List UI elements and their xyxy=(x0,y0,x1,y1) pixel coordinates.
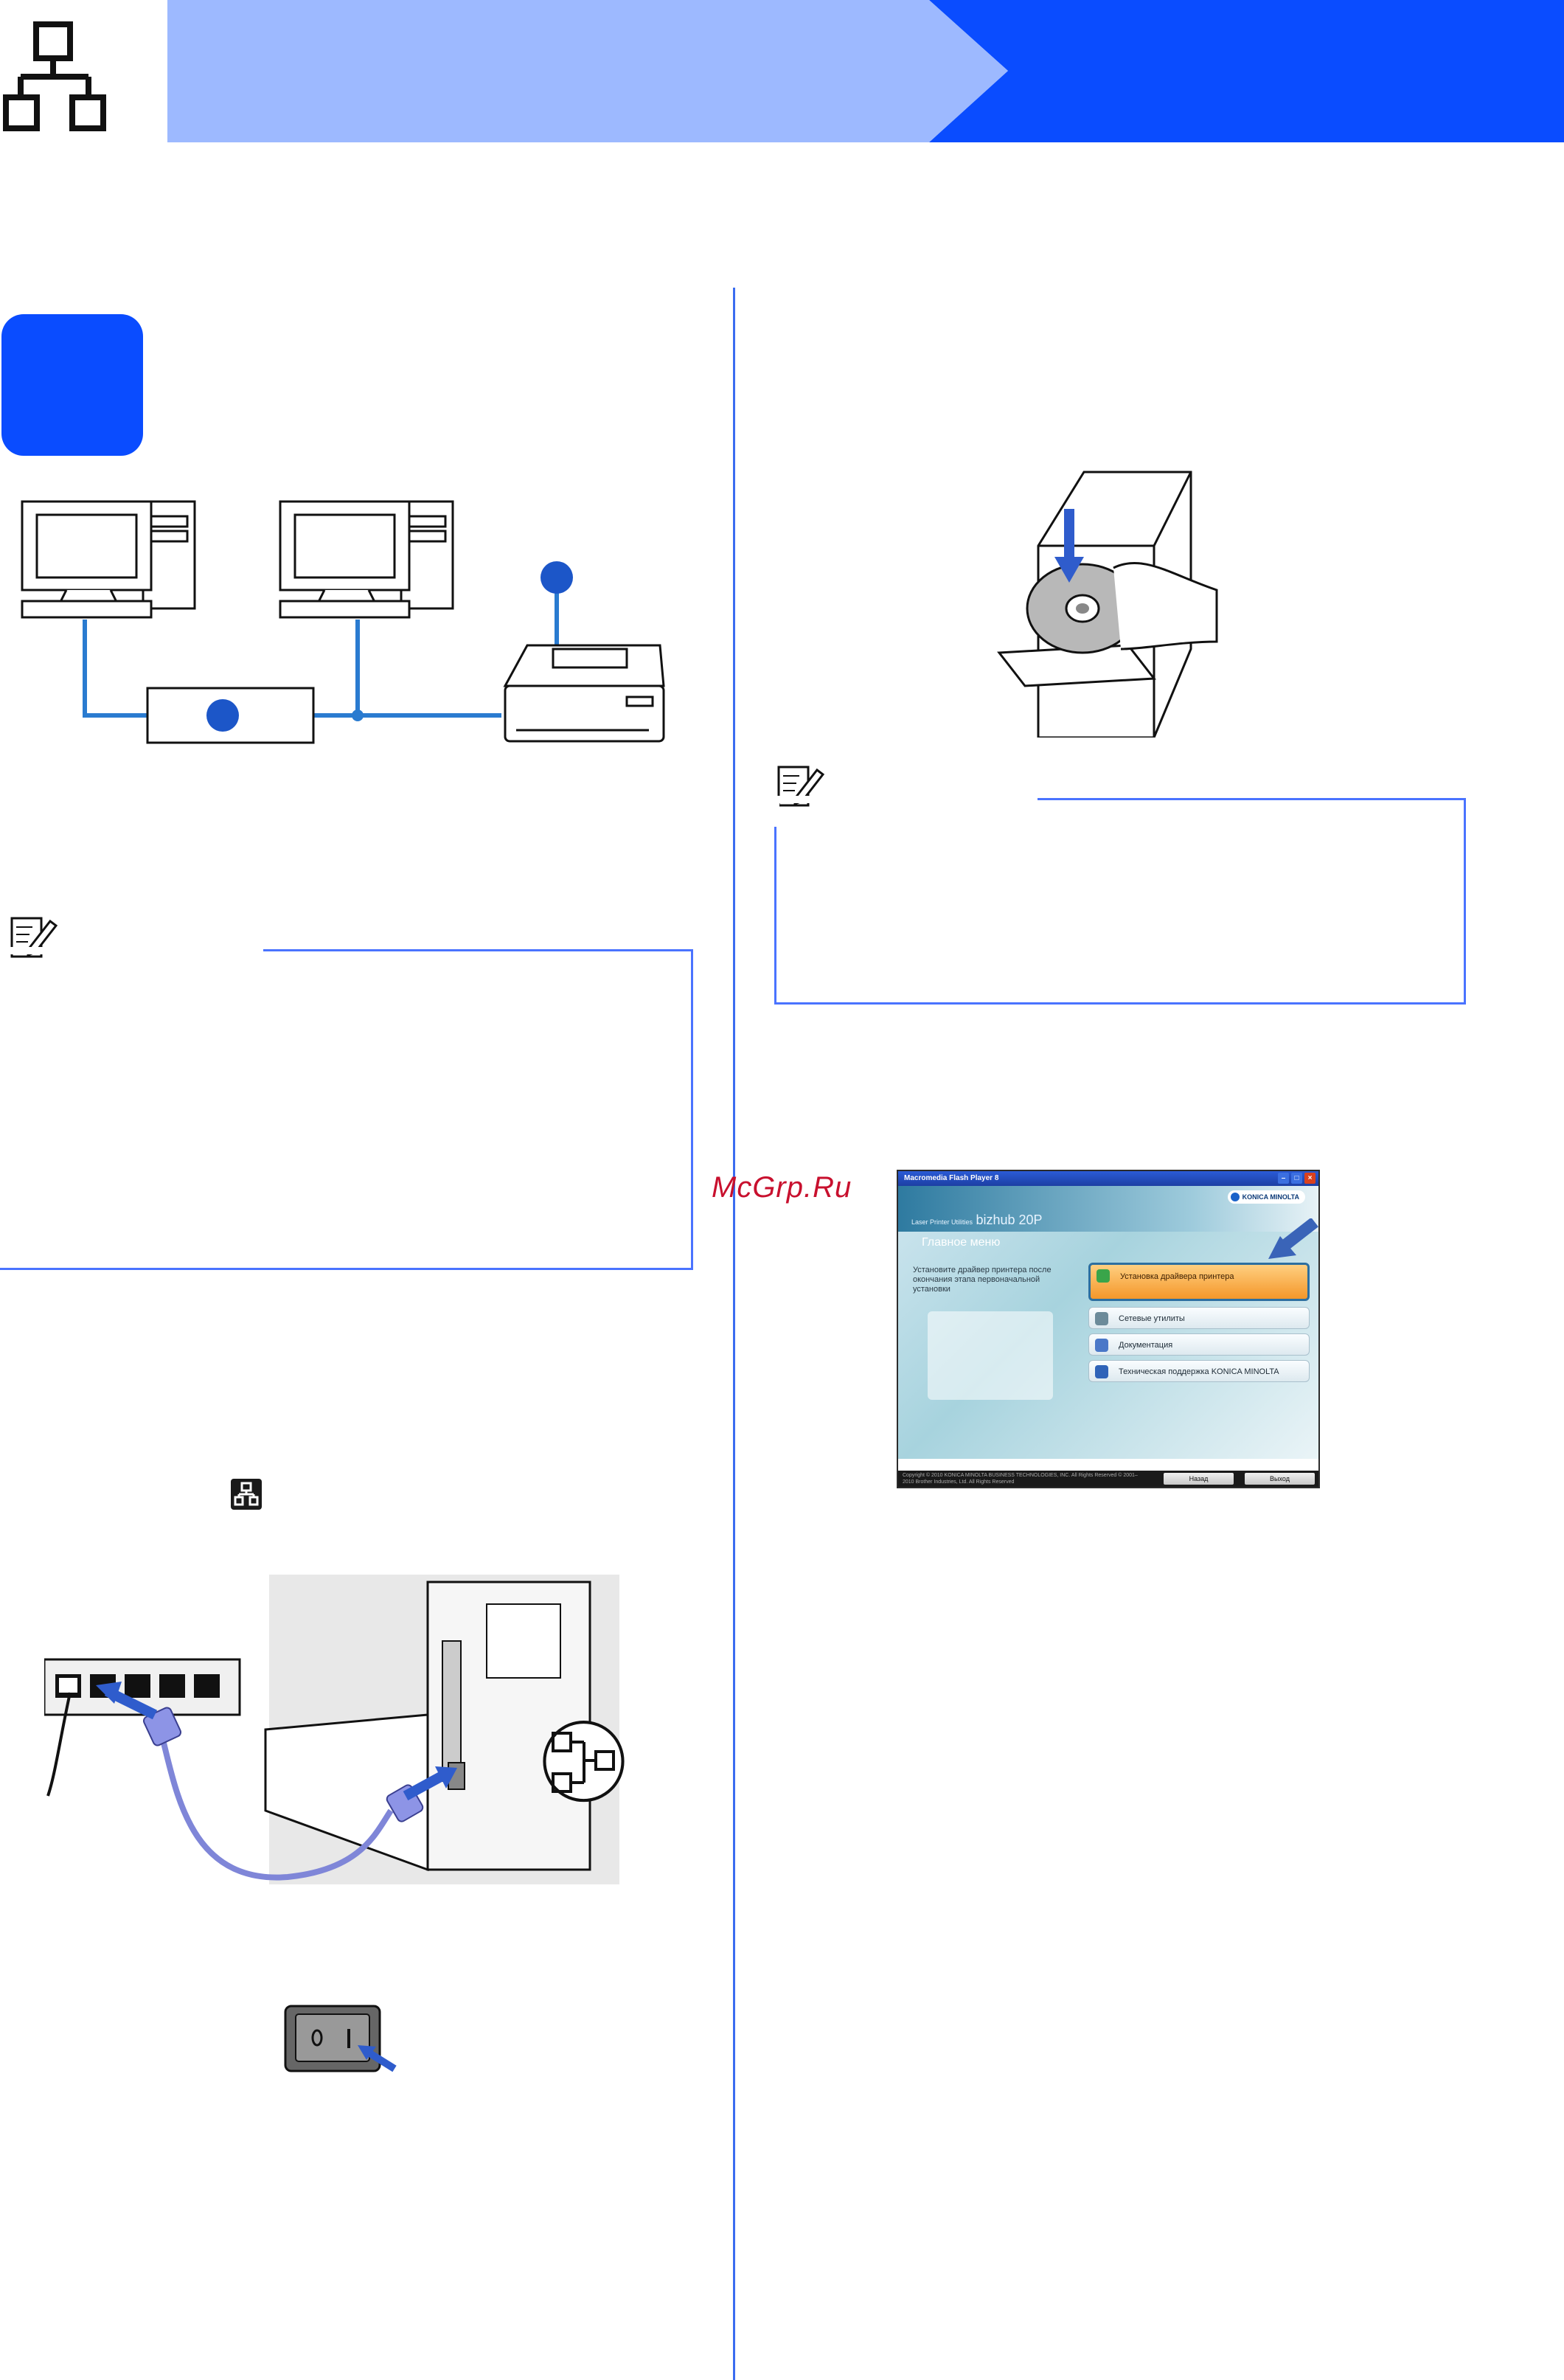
network-utilities-icon xyxy=(1095,1312,1108,1325)
installer-header: KONICA MINOLTA Laser Printer Utilities b… xyxy=(898,1186,1318,1232)
brand-logo-icon xyxy=(1230,1193,1240,1201)
documentation-button[interactable]: Документация xyxy=(1088,1333,1310,1356)
product-title: Laser Printer Utilities bizhub 20P xyxy=(911,1212,1043,1227)
column-divider xyxy=(733,288,735,2380)
install-driver-button[interactable]: Установка драйвера принтера xyxy=(1088,1263,1310,1301)
installer-footer: Copyright © 2010 KONICA MINOLTA BUSINESS… xyxy=(898,1471,1318,1487)
header-banner-dark xyxy=(929,0,1564,142)
step-badge xyxy=(1,314,143,456)
installer-window: Macromedia Flash Player 8 – □ × KONICA M… xyxy=(897,1170,1320,1488)
installer-window-title: Macromedia Flash Player 8 xyxy=(904,1174,999,1182)
maximize-button[interactable]: □ xyxy=(1291,1173,1302,1184)
note-box-left xyxy=(0,949,693,1270)
install-icon xyxy=(1096,1269,1110,1283)
lan-port-icon xyxy=(231,1479,262,1510)
minimize-button[interactable]: – xyxy=(1278,1173,1289,1184)
network-diagram xyxy=(21,500,665,744)
copyright-text: Copyright © 2010 KONICA MINOLTA BUSINESS… xyxy=(903,1473,1138,1485)
note-box-right xyxy=(774,798,1466,1005)
cd-insert-illustration xyxy=(997,471,1218,738)
brand-logo: KONICA MINOLTA xyxy=(1227,1190,1305,1204)
installer-body: KONICA MINOLTA Laser Printer Utilities b… xyxy=(898,1186,1318,1459)
pointer-arrow-icon xyxy=(1268,1218,1318,1259)
network-utilities-button[interactable]: Сетевые утилиты xyxy=(1088,1307,1310,1329)
support-icon xyxy=(1095,1365,1108,1378)
ethernet-connection-illustration xyxy=(44,1575,625,1884)
network-header-icon xyxy=(0,0,162,142)
installer-title-bar: Macromedia Flash Player 8 – □ × xyxy=(898,1171,1318,1186)
close-button[interactable]: × xyxy=(1304,1173,1316,1184)
main-menu-description: Установите драйвер принтера после оконча… xyxy=(913,1266,1052,1294)
watermark: McGrp.Ru xyxy=(712,1171,852,1204)
main-menu-heading: Главное меню xyxy=(922,1236,1001,1249)
support-button[interactable]: Техническая поддержка KONICA MINOLTA xyxy=(1088,1360,1310,1382)
documentation-icon xyxy=(1095,1339,1108,1352)
header-banner-light xyxy=(167,0,1008,142)
back-button[interactable]: Назад xyxy=(1164,1473,1234,1485)
power-switch-illustration xyxy=(284,2005,397,2072)
printer-image xyxy=(928,1311,1053,1400)
exit-button[interactable]: Выход xyxy=(1245,1473,1315,1485)
